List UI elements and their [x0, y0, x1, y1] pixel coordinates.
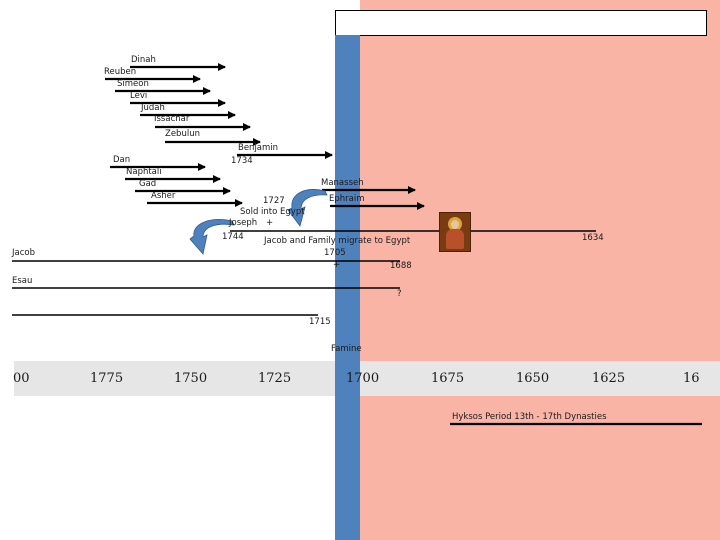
icon-figure-body: [446, 229, 464, 249]
jacob-death-mark: +: [333, 260, 341, 270]
tick-1750: 1750: [174, 371, 208, 386]
year-1634: 1634: [582, 233, 604, 243]
icon-figure-face: [451, 220, 459, 229]
label-issachar: Issachar: [154, 114, 190, 124]
label-reuben: Reuben: [104, 67, 137, 77]
tick-1725: 1725: [258, 371, 292, 386]
label-asher: Asher: [151, 191, 176, 201]
label-gad: Gad: [139, 179, 157, 189]
label-simeon: Simeon: [117, 79, 149, 89]
year-1727: 1727: [263, 196, 285, 206]
label-zebulun: Zebulun: [165, 129, 200, 139]
hyksos-period-band: [360, 0, 720, 540]
year-1744: 1744: [222, 232, 244, 242]
year-1734: 1734: [231, 156, 253, 166]
label-dan: Dan: [113, 155, 131, 165]
icon-painting-image: [439, 212, 471, 252]
tick-1700: 1700: [346, 371, 380, 386]
tick-1625: 1625: [592, 371, 626, 386]
title-box: [335, 10, 707, 36]
tick-16: 16: [683, 371, 700, 386]
label-naphtali: Naphtali: [126, 167, 162, 177]
label-judah: Judah: [141, 103, 165, 113]
label-esau: Esau: [12, 276, 33, 286]
curved-arrow-sons-of-joseph: [287, 189, 328, 227]
label-benjamin: Benjamin: [238, 143, 279, 153]
joseph-death-mark: +: [266, 218, 274, 228]
tick-1675: 1675: [431, 371, 465, 386]
year-1705: 1705: [324, 248, 346, 258]
esau-death-unknown: ?: [397, 289, 402, 299]
timeline-axis-band: [14, 361, 720, 396]
label-hyksos-period: Hyksos Period 13th - 17th Dynasties: [452, 412, 607, 422]
note-sold-into-egypt: Sold into Egypt: [240, 207, 305, 217]
year-1715: 1715: [309, 317, 331, 327]
curved-arrow-sold-into-egypt: [189, 219, 235, 255]
label-joseph: Joseph: [229, 218, 258, 228]
tick-00: 00: [13, 371, 30, 386]
label-famine: Famine: [331, 344, 362, 354]
label-levi: Levi: [130, 91, 148, 101]
label-ephraim: Ephraim: [329, 194, 365, 204]
tick-1775: 1775: [90, 371, 124, 386]
label-jacob: Jacob: [12, 248, 35, 258]
label-dinah: Dinah: [131, 55, 156, 65]
note-migrate-to-egypt: Jacob and Family migrate to Egypt: [264, 236, 411, 246]
tick-1650: 1650: [516, 371, 550, 386]
year-1688: 1688: [390, 261, 412, 271]
label-manasseh: Manasseh: [321, 178, 364, 188]
